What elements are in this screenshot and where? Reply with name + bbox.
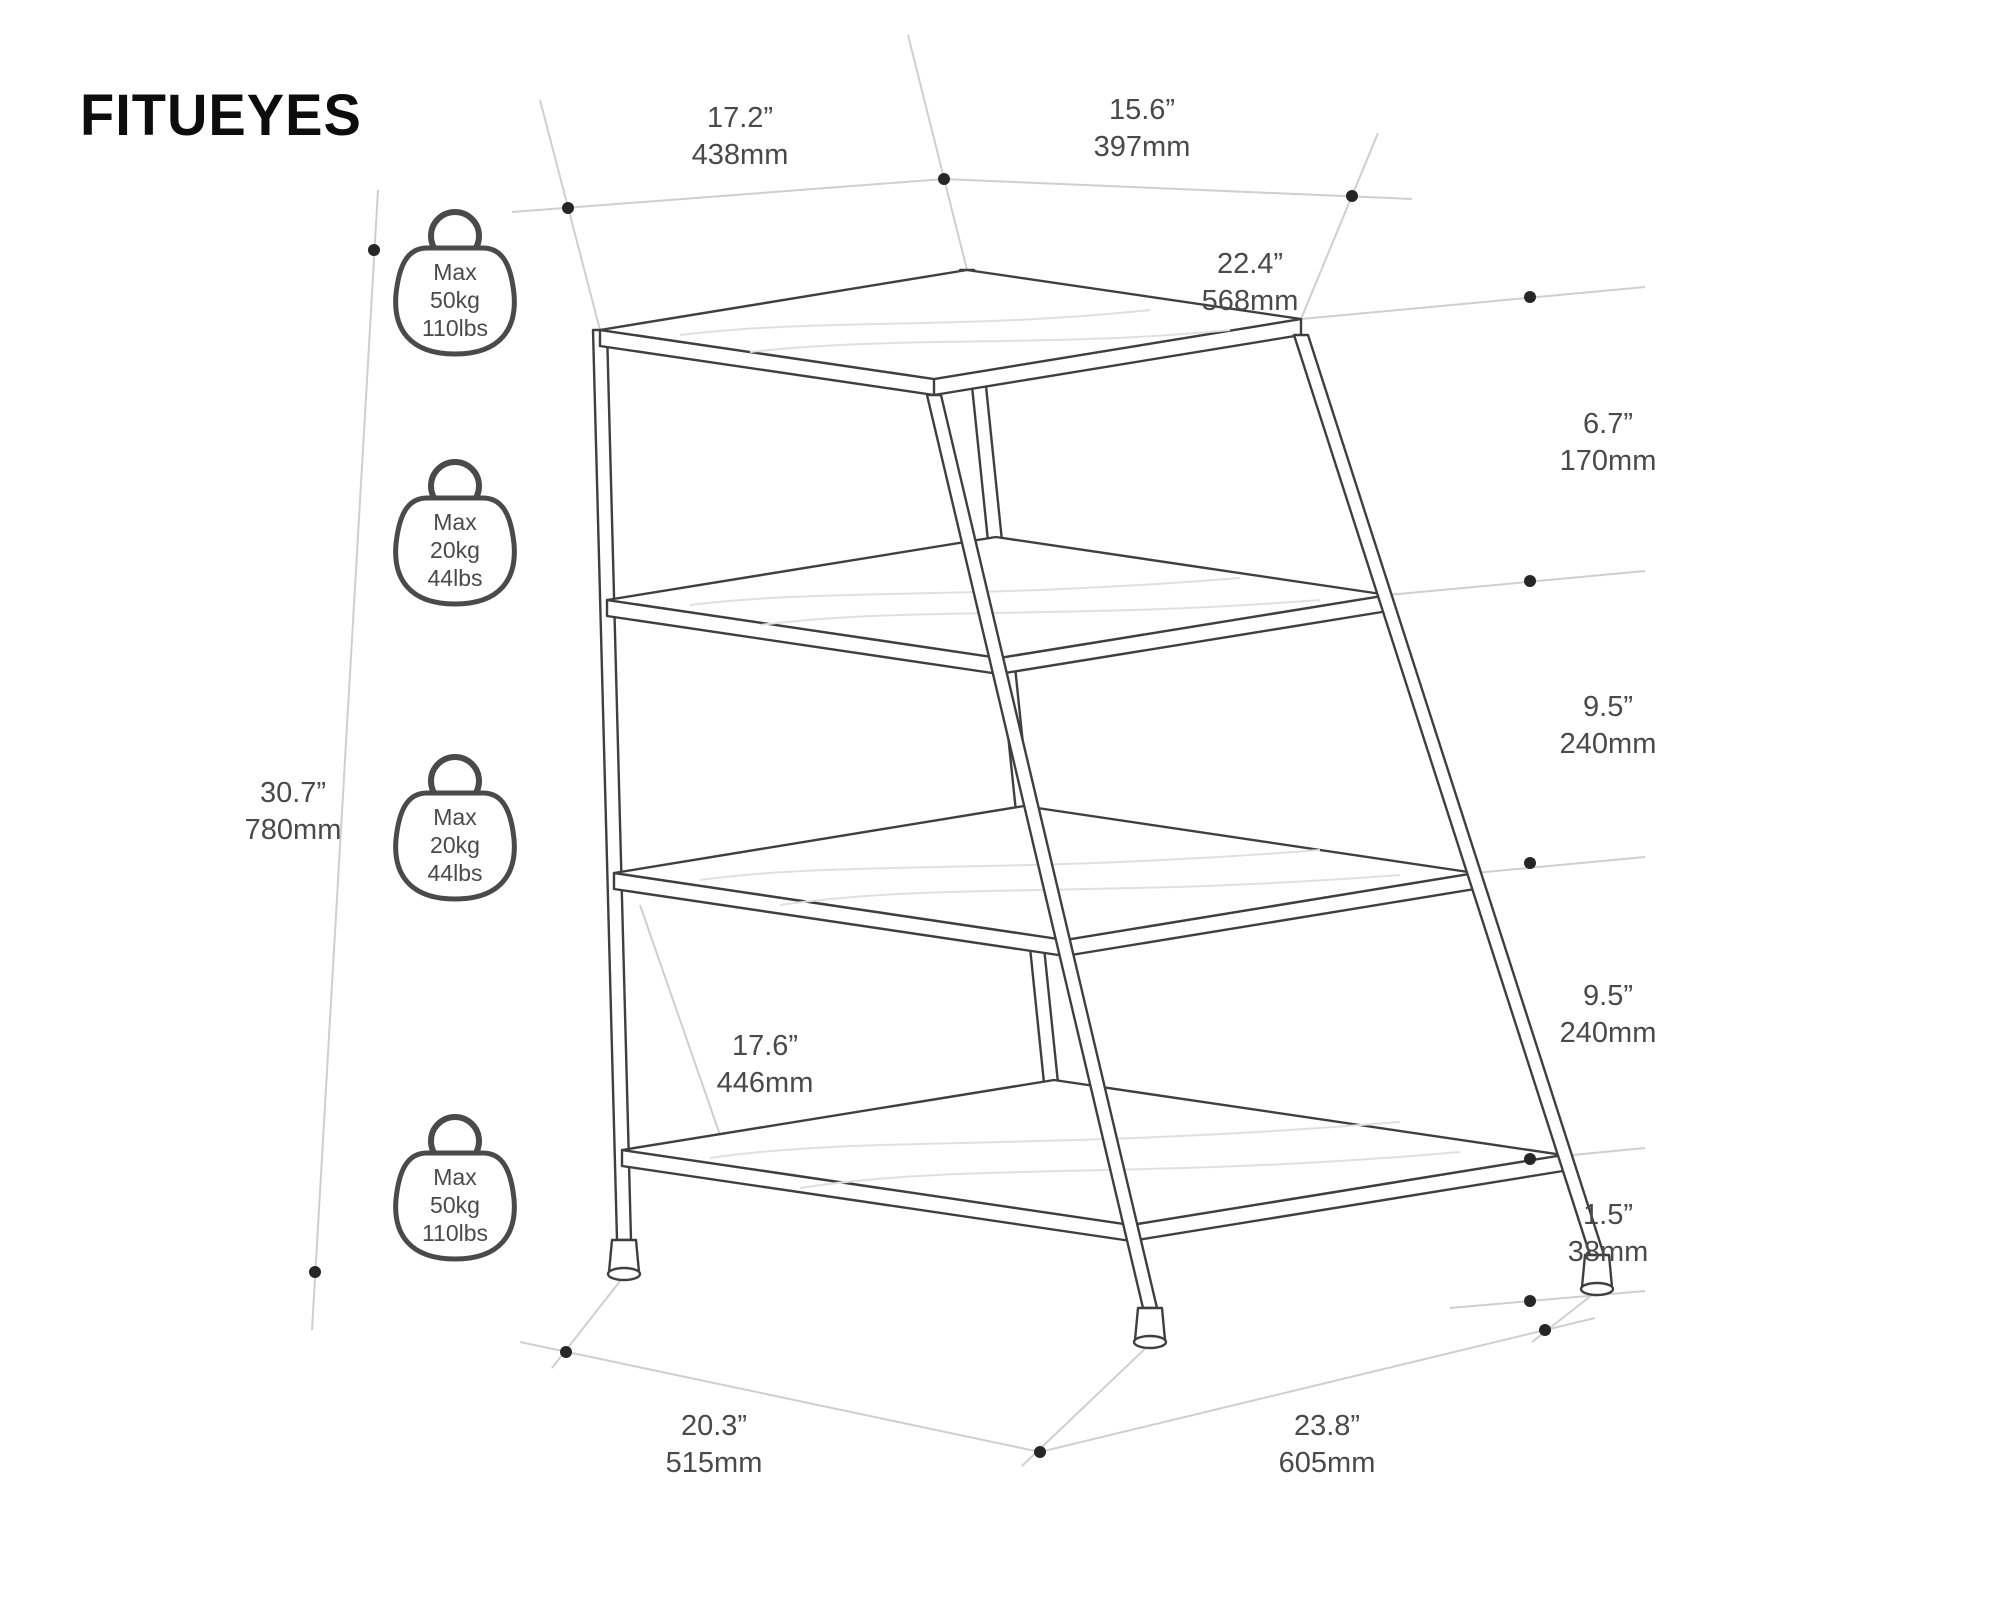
weight-icon-4 bbox=[393, 1114, 517, 1262]
dim-top-surface: 22.4” 568mm bbox=[1202, 246, 1299, 320]
mm-label: 605mm bbox=[1278, 1447, 1376, 1479]
dim-bottom-left: 20.3” 515mm bbox=[666, 1408, 763, 1482]
inch-label: 23.8” bbox=[1293, 1410, 1361, 1442]
witness-line bbox=[1021, 1343, 1151, 1467]
badge-line: 20kg bbox=[430, 832, 480, 858]
inch-label: 6.7” bbox=[1583, 408, 1633, 440]
inch-label: 15.6” bbox=[1108, 94, 1176, 126]
badge-line: 50kg bbox=[430, 287, 480, 313]
max-load-icons bbox=[393, 209, 517, 1262]
dim-right-gap-3: 9.5” 240mm bbox=[1560, 978, 1657, 1052]
dimension-dot bbox=[1524, 857, 1536, 869]
witness-line bbox=[1300, 132, 1379, 320]
shelf-1 bbox=[598, 268, 1303, 397]
right-foot bbox=[1579, 1253, 1615, 1297]
right-level-line bbox=[1474, 856, 1646, 874]
inch-label: 9.5” bbox=[1583, 980, 1633, 1012]
dimension-dot bbox=[309, 1266, 321, 1278]
inch-label: 17.2” bbox=[706, 102, 774, 134]
dim-right-gap-4: 1.5” 38mm bbox=[1568, 1197, 1649, 1271]
weight-icon-3 bbox=[393, 754, 517, 902]
max-load-label-4: Max 50kg 110lbs bbox=[422, 1163, 488, 1247]
right-level-line bbox=[1449, 1290, 1646, 1309]
mm-label: 780mm bbox=[244, 814, 342, 846]
inch-label: 22.4” bbox=[1216, 248, 1284, 280]
max-load-label-1: Max 50kg 110lbs bbox=[422, 258, 488, 342]
dimension-dot bbox=[1524, 1295, 1536, 1307]
mm-label: 170mm bbox=[1559, 445, 1657, 477]
front-foot bbox=[1132, 1306, 1168, 1350]
dim-bottom-right: 23.8” 605mm bbox=[1279, 1408, 1376, 1482]
mm-label: 38mm bbox=[1567, 1236, 1649, 1268]
mm-label: 438mm bbox=[691, 139, 789, 171]
dim-total-height: 30.7” 780mm bbox=[245, 775, 342, 849]
weight-icon-2 bbox=[393, 459, 517, 607]
dimension-guide-lines bbox=[311, 34, 1646, 1467]
dimension-dot bbox=[1346, 190, 1358, 202]
left-foot bbox=[606, 1238, 642, 1282]
dimension-dot bbox=[562, 202, 574, 214]
witness-line bbox=[907, 34, 968, 271]
top-dimension-line bbox=[511, 177, 1413, 213]
inch-label: 17.6” bbox=[731, 1030, 799, 1062]
dim-right-gap-1: 6.7” 170mm bbox=[1560, 406, 1657, 480]
badge-line: 110lbs bbox=[421, 315, 489, 341]
mm-label: 515mm bbox=[665, 1447, 763, 1479]
inch-label: 20.3” bbox=[680, 1410, 748, 1442]
right-level-line bbox=[1300, 286, 1646, 320]
mm-label: 568mm bbox=[1201, 285, 1299, 317]
dim-top-left: 17.2” 438mm bbox=[692, 100, 789, 174]
mm-label: 240mm bbox=[1559, 728, 1657, 760]
brand-logo: FITUEYES bbox=[80, 81, 362, 148]
dim-top-right: 15.6” 397mm bbox=[1094, 92, 1191, 166]
dimension-dots bbox=[309, 173, 1551, 1458]
max-load-label-2: Max 20kg 44lbs bbox=[428, 508, 483, 592]
dimension-dot bbox=[938, 173, 950, 185]
mm-label: 240mm bbox=[1559, 1017, 1657, 1049]
dimension-dot bbox=[1524, 575, 1536, 587]
dimension-dot bbox=[1034, 1446, 1046, 1458]
badge-line: 110lbs bbox=[421, 1220, 489, 1246]
height-dimension-line bbox=[311, 189, 379, 1331]
badge-line: Max bbox=[433, 1164, 477, 1190]
back-left-leg bbox=[591, 328, 633, 1242]
middle-guide-line bbox=[639, 904, 721, 1136]
dim-middle-depth: 17.6” 446mm bbox=[717, 1028, 814, 1102]
rack-drawing bbox=[591, 268, 1615, 1350]
weight-icon-1 bbox=[393, 209, 517, 357]
dim-right-gap-2: 9.5” 240mm bbox=[1560, 689, 1657, 763]
dimension-dot bbox=[1524, 1153, 1536, 1165]
front-right-leg bbox=[1292, 333, 1606, 1257]
mm-label: 446mm bbox=[716, 1067, 814, 1099]
dimension-dot bbox=[1539, 1324, 1551, 1336]
witness-line bbox=[539, 99, 601, 331]
inch-label: 9.5” bbox=[1583, 691, 1633, 723]
badge-line: Max bbox=[433, 259, 477, 285]
mm-label: 397mm bbox=[1093, 131, 1191, 163]
dimension-dot bbox=[368, 244, 380, 256]
right-level-line bbox=[1387, 570, 1646, 596]
badge-line: 44lbs bbox=[427, 860, 483, 886]
badge-line: Max bbox=[433, 804, 477, 830]
inch-label: 30.7” bbox=[259, 777, 327, 809]
max-load-label-3: Max 20kg 44lbs bbox=[428, 803, 483, 887]
dimension-dot bbox=[560, 1346, 572, 1358]
shelf-4 bbox=[620, 1078, 1565, 1243]
badge-line: 50kg bbox=[430, 1192, 480, 1218]
badge-line: 20kg bbox=[430, 537, 480, 563]
inch-label: 1.5” bbox=[1583, 1199, 1633, 1231]
badge-line: 44lbs bbox=[427, 565, 483, 591]
badge-line: Max bbox=[433, 509, 477, 535]
dimension-dot bbox=[1524, 291, 1536, 303]
